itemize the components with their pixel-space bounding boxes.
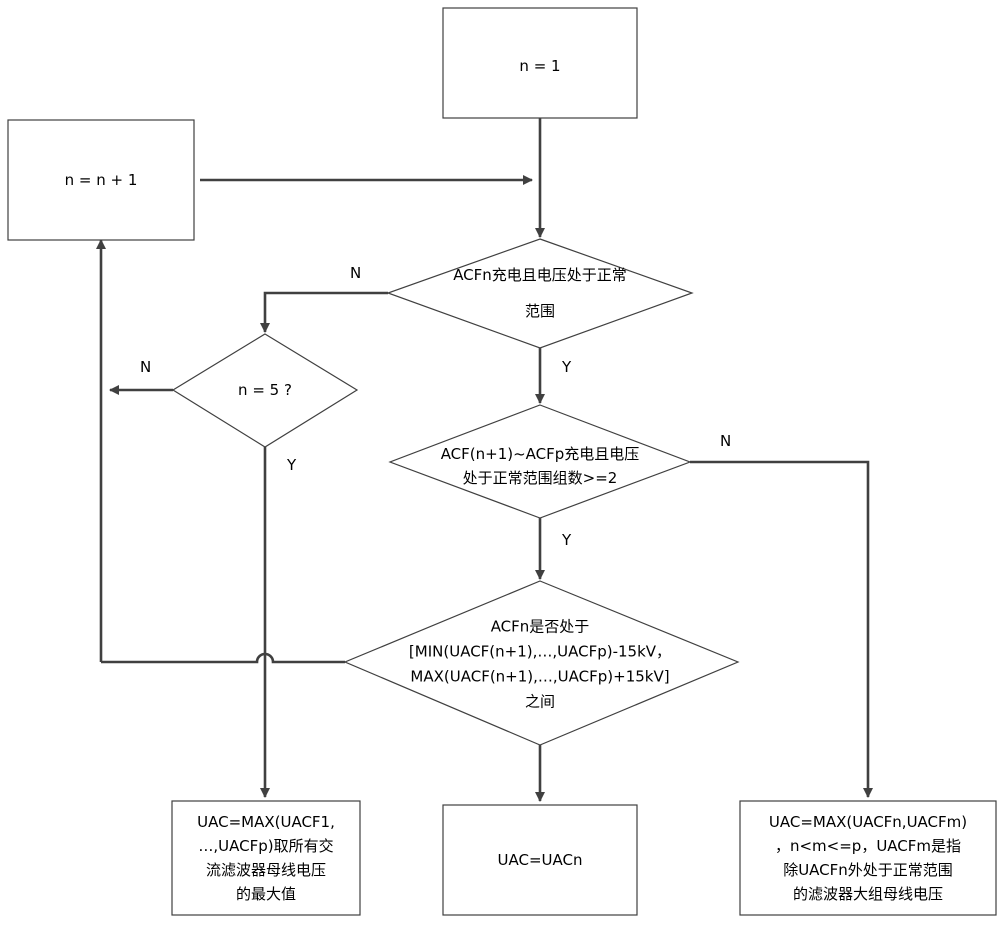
- node-text-line: ，n<m<=p，UACFm是指: [775, 837, 961, 855]
- node-text-line: 处于正常范围组数>=2: [463, 469, 618, 487]
- label-groups-no: N: [720, 432, 731, 450]
- result-n-box: [442, 804, 638, 916]
- edges: [96, 118, 873, 802]
- range-check-diamond: [343, 580, 740, 746]
- edge-labels: N Y N Y N Y: [140, 264, 731, 549]
- result-max-text: UAC=MAX(UACF1, …,UACFp)取所有交流滤波器母线电压的最大值: [197, 813, 335, 903]
- start-text: n = 1: [519, 57, 560, 75]
- groups-check-text: ACF(n+1)~ACFp充电且电压处于正常范围组数>=2: [441, 445, 640, 487]
- result-max-box: [171, 800, 361, 916]
- node-text-line: 范围: [525, 302, 555, 320]
- result-m-text: UAC=MAX(UACFn,UACFm) ，n<m<=p，UACFm是指除UACF…: [769, 813, 967, 903]
- edge-groups-no-to-result-m: [690, 460, 873, 798]
- nodes: n = 1 n = n + 1 ACFn充电且电压处于正常范围 n = 5 ? …: [7, 7, 997, 916]
- result-m-box: [739, 800, 997, 916]
- start-box: [442, 7, 638, 119]
- label-acfn-no: N: [350, 264, 361, 282]
- label-groups-yes: Y: [561, 531, 572, 549]
- node-text-line: 之间: [525, 693, 555, 711]
- label-acfn-yes: Y: [561, 358, 572, 376]
- node-text-line: n = n + 1: [65, 171, 138, 189]
- increment-text: n = n + 1: [65, 171, 138, 189]
- result-n-text: UAC=UACn: [498, 851, 583, 869]
- node-text-line: n = 1: [519, 57, 560, 75]
- node-text-line: UAC=MAX(UACF1,: [197, 813, 335, 831]
- node-text-line: UAC=UACn: [498, 851, 583, 869]
- node-text-line: 除UACFn外处于正常范围: [783, 861, 953, 879]
- increment-box: [7, 119, 195, 241]
- node-text-line: UAC=MAX(UACFn,UACFm): [769, 813, 967, 831]
- n5-check-diamond: [171, 333, 359, 448]
- edge-range-no-to-loop: [101, 652, 345, 664]
- node-text-line: n = 5 ?: [238, 381, 292, 399]
- n5-check-text: n = 5 ?: [238, 381, 292, 399]
- label-n5-yes: Y: [286, 456, 297, 474]
- edge-acfn-no-to-n5: [260, 291, 388, 333]
- groups-check-diamond: [388, 404, 692, 519]
- node-text-line: …,UACFp)取所有交: [198, 837, 333, 855]
- range-check-text: ACFn是否处于 [MIN(UACF(n+1),…,UACFp)-15kV， MAX…: [409, 618, 671, 711]
- acfn-check-text: ACFn充电且电压处于正常范围: [453, 266, 627, 320]
- node-text-line: 的最大值: [236, 885, 296, 903]
- node-text-line: MAX(UACF(n+1),…,UACFp)+15kV]: [410, 668, 669, 686]
- node-text-line: ACF(n+1)~ACFp充电且电压: [441, 445, 640, 463]
- node-text-line: 的滤波器大组母线电压: [793, 885, 943, 903]
- node-text-line: ACFn充电且电压处于正常: [453, 266, 627, 284]
- node-text-line: 流滤波器母线电压: [206, 861, 326, 879]
- label-n5-no: N: [140, 358, 151, 376]
- node-text-line: ACFn是否处于: [491, 618, 590, 636]
- acfn-check-diamond: [386, 238, 694, 349]
- node-text-line: [MIN(UACF(n+1),…,UACFp)-15kV，: [409, 643, 671, 661]
